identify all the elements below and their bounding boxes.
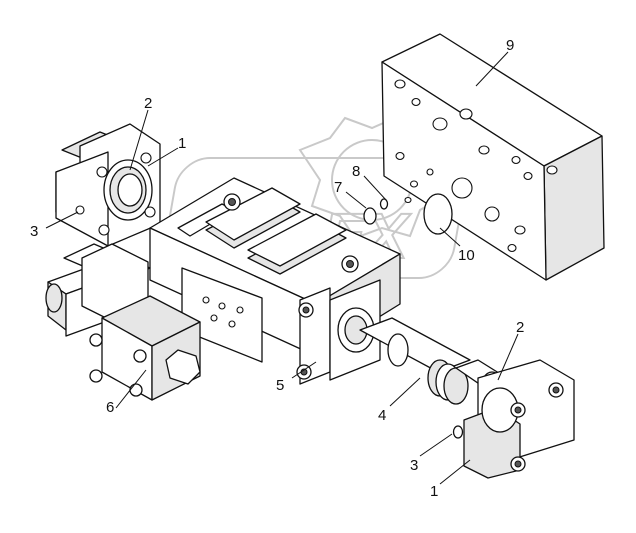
callout-7: 7 <box>334 179 342 196</box>
callouts: 9 2 1 3 8 7 10 2 5 4 6 3 1 <box>30 37 524 500</box>
flange-top <box>55 123 161 247</box>
solenoid-valve <box>45 243 201 401</box>
callout-3-top: 3 <box>30 223 38 240</box>
callout-5: 5 <box>276 377 284 394</box>
valve-body <box>149 177 401 385</box>
callout-1-bottom: 1 <box>430 483 438 500</box>
callout-4: 4 <box>378 407 386 424</box>
callout-10: 10 <box>458 247 475 264</box>
callout-6: 6 <box>106 399 114 416</box>
flange-bottom <box>463 359 575 479</box>
leader-lines <box>45 51 519 485</box>
o-rings <box>363 193 464 439</box>
callout-2-bottom: 2 <box>516 319 524 336</box>
callout-1-top: 1 <box>178 135 186 152</box>
callout-2-top: 2 <box>144 95 152 112</box>
callout-3-bottom: 3 <box>410 457 418 474</box>
callout-9: 9 <box>506 37 514 54</box>
mounting-plate <box>381 33 605 281</box>
callout-8: 8 <box>352 163 360 180</box>
